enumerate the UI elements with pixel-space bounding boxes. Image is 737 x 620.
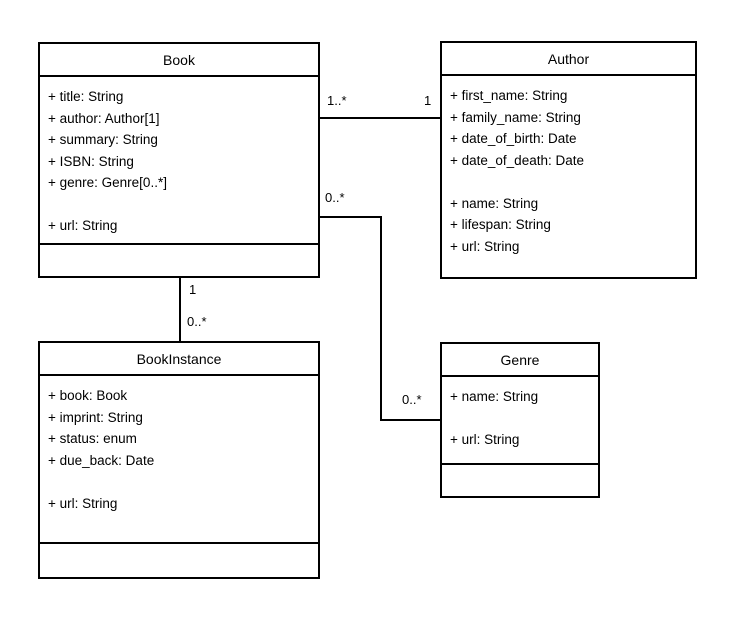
attribute: + status: enum [48, 431, 137, 446]
attribute: + author: Author[1] [48, 110, 160, 126]
attribute-blank [48, 471, 314, 493]
attribute: + url: String [48, 495, 118, 511]
attribute: + lifespan: String [450, 217, 551, 232]
attribute: + imprint: String [48, 409, 143, 425]
class-attributes-genre: + name: String + url: String [442, 377, 598, 463]
attribute: + url: String [450, 238, 520, 254]
class-title-book: Book [40, 44, 318, 77]
class-attributes-bookinstance: + book: Book + imprint: String + status:… [40, 376, 318, 542]
class-title-author: Author [442, 43, 695, 76]
attribute: + name: String [450, 389, 539, 404]
multiplicity-book-author-near-book: 1..* [326, 93, 348, 109]
association-book-author-line [318, 117, 442, 119]
association-book-bookinstance-line [179, 277, 181, 342]
class-attributes-author: + first_name: String + family_name: Stri… [442, 76, 695, 277]
class-box-bookinstance: BookInstance + book: Book + imprint: Str… [38, 341, 320, 579]
attribute: + ISBN: String [48, 153, 134, 169]
association-book-genre-segment-2 [380, 216, 382, 421]
class-methods-empty-genre [442, 463, 598, 496]
class-title-genre: Genre [442, 344, 598, 377]
attribute: + due_back: Date [48, 452, 155, 468]
class-title-bookinstance: BookInstance [40, 343, 318, 376]
attribute: + date_of_death: Date [450, 152, 584, 168]
multiplicity-book-bookinstance-near-book: 1 [188, 282, 198, 298]
attribute: + url: String [450, 432, 520, 447]
attribute: + summary: String [48, 132, 158, 147]
attribute: + genre: Genre[0..*] [48, 175, 167, 190]
attribute: + name: String [450, 195, 539, 211]
association-book-genre-segment-3 [380, 419, 440, 421]
attribute: + book: Book [48, 388, 128, 403]
attribute-blank [450, 171, 691, 193]
multiplicity-book-genre-near-book: 0..* [324, 190, 346, 206]
attribute-blank [450, 408, 594, 430]
multiplicity-book-author-near-author: 1 [423, 93, 433, 109]
attribute-blank [48, 194, 314, 216]
class-methods-empty-book [40, 243, 318, 276]
class-attributes-book: + title: String + author: Author[1] + su… [40, 77, 318, 243]
class-box-genre: Genre + name: String + url: String [440, 342, 600, 498]
attribute: + family_name: String [450, 109, 581, 125]
attribute: + date_of_birth: Date [450, 131, 577, 146]
multiplicity-book-bookinstance-near-bookinstance: 0..* [186, 314, 208, 330]
class-box-author: Author + first_name: String + family_nam… [440, 41, 697, 279]
association-book-genre-segment-1 [318, 216, 382, 218]
attribute: + first_name: String [450, 88, 568, 103]
class-box-book: Book + title: String + author: Author[1]… [38, 42, 320, 278]
multiplicity-book-genre-near-genre: 0..* [401, 392, 423, 408]
attribute: + title: String [48, 89, 124, 104]
class-methods-empty-bookinstance [40, 542, 318, 577]
attribute: + url: String [48, 218, 118, 233]
